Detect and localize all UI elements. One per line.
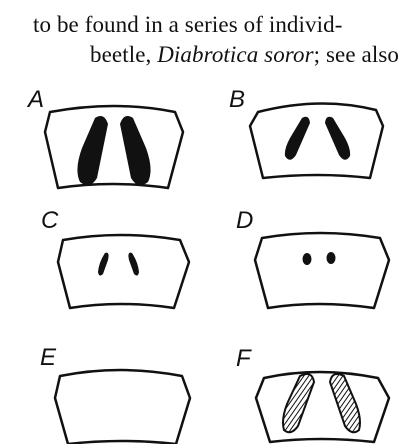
marking-b-left [285,117,310,160]
panel-label-a: A [26,86,44,113]
marking-b-right [325,117,350,160]
pronotum-outline-f [256,372,389,442]
pronotum-outline-b [250,103,383,178]
pronotum-outline-c [58,235,189,308]
panel-label-c: C [41,207,59,234]
panel-d: D [236,207,389,308]
panel-b: B [229,86,383,178]
pronotum-outline-e [55,370,190,444]
panel-f: F [236,345,389,442]
panel-c: C [41,207,189,308]
marking-a-right [120,116,151,185]
panel-a: A [26,86,183,188]
marking-f-left [283,374,314,432]
pronotum-outline-d [255,233,389,308]
marking-c-right [128,253,139,276]
panel-label-b: B [229,86,245,113]
marking-c-left [98,253,109,276]
marking-d-left [303,253,312,265]
marking-d-right [327,252,336,264]
panel-label-e: E [40,344,57,371]
panel-label-d: D [236,207,253,234]
pronotum-outline-a [45,106,183,188]
panel-e: E [40,344,190,444]
marking-a-left [77,116,108,185]
panel-label-f: F [236,345,252,372]
marking-f-right [330,374,360,432]
